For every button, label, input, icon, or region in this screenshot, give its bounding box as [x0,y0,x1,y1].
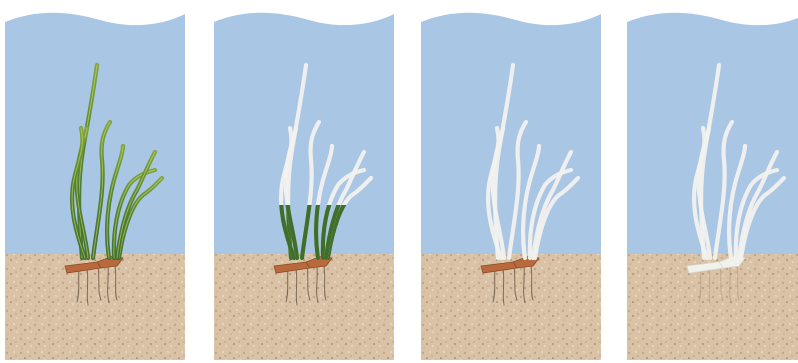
sediment [5,254,185,360]
panel-3-fully-bleached-blades [421,13,601,360]
panel-1-healthy [5,13,185,360]
sediment [214,254,394,360]
water [421,13,601,254]
water [5,13,185,254]
panel-2-upper-blades-bleached [214,13,394,360]
panel-4-dead-bleached-plant [627,13,798,360]
water [214,13,394,254]
water [627,13,798,254]
sediment [421,254,601,360]
